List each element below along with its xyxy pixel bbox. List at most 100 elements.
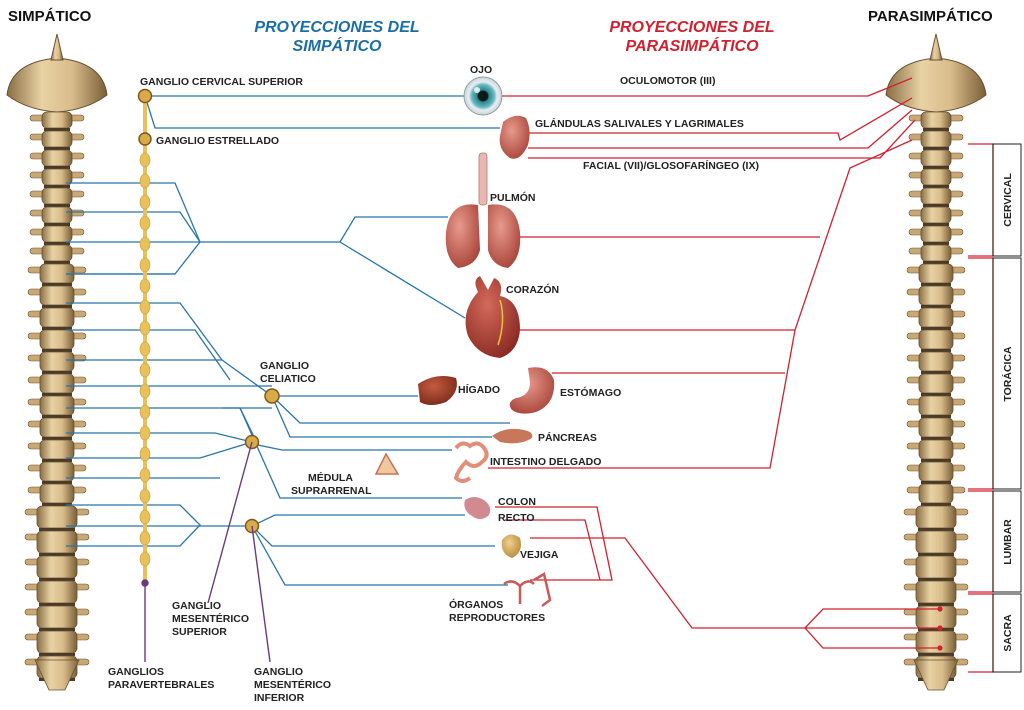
- spine-right: [885, 33, 987, 691]
- para-line-vagus: [488, 139, 913, 469]
- sym-line-glands: [144, 95, 500, 129]
- sym-bracket-2: [66, 302, 273, 397]
- vertebra: [39, 395, 75, 416]
- sym-line-recto: [251, 514, 465, 527]
- vertebra: [36, 630, 78, 654]
- paravertebral-ganglion: [139, 194, 151, 210]
- header-parasimpatico: PARASIMPÁTICO: [868, 8, 993, 25]
- label-gmi-3: INFERIOR: [254, 692, 305, 704]
- para-line-glands-1: [528, 97, 913, 141]
- vertebra: [39, 373, 75, 394]
- disc: [42, 349, 72, 352]
- disc: [921, 371, 951, 374]
- vertebra: [39, 439, 75, 460]
- paravertebral-ganglion: [139, 152, 151, 168]
- label-glandulas: GLÁNDULAS SALIVALES Y LAGRIMALES: [535, 117, 744, 130]
- vertebra: [920, 149, 952, 167]
- vertebra: [39, 351, 75, 372]
- vertebra: [41, 244, 73, 262]
- paravertebral-ganglion: [139, 362, 151, 378]
- vertebra: [920, 244, 952, 262]
- disc: [39, 578, 75, 581]
- disc: [921, 503, 951, 506]
- label-gms-3: SUPERIOR: [172, 626, 227, 638]
- sym-bracket-1b: [66, 211, 201, 275]
- disc: [39, 553, 75, 556]
- disc: [42, 283, 72, 286]
- paravertebral-ganglion: [139, 383, 151, 399]
- vertebra: [39, 307, 75, 328]
- vertebra: [920, 111, 952, 129]
- disc: [42, 305, 72, 308]
- disc: [923, 128, 949, 131]
- vertebra: [920, 187, 952, 205]
- disc: [44, 261, 70, 264]
- paravertebral-ganglion: [139, 425, 151, 441]
- label-corazon: CORAZÓN: [506, 283, 559, 296]
- vertebra: [39, 329, 75, 350]
- label-colon: COLON: [498, 496, 536, 508]
- disc: [923, 204, 949, 207]
- label-paravert-2: PARAVERTEBRALES: [108, 679, 214, 691]
- disc: [42, 415, 72, 418]
- pancreas-illustration: [492, 428, 533, 444]
- sym-line-pancreas: [271, 395, 492, 438]
- vertebra: [918, 263, 954, 284]
- disc: [918, 653, 954, 656]
- sym-line-stomach: [271, 395, 510, 424]
- glands-illustration: [499, 115, 530, 159]
- vertebra: [918, 439, 954, 460]
- disc: [921, 305, 951, 308]
- vertebra: [915, 630, 957, 654]
- disc: [44, 223, 70, 226]
- atlas-bone: [6, 57, 108, 113]
- ganglia: [137, 88, 280, 534]
- label-region-cervical: CERVICAL: [1002, 173, 1014, 227]
- vertebra: [918, 329, 954, 350]
- disc: [921, 283, 951, 286]
- sacral-dots: [937, 606, 943, 651]
- vertebra: [918, 373, 954, 394]
- paravertebral-chain: [139, 96, 151, 585]
- paravertebral-ganglion: [139, 446, 151, 462]
- vertebra: [915, 505, 957, 529]
- sym-line-heart: [339, 241, 466, 319]
- label-gms-2: MESENTÉRICO: [172, 612, 249, 625]
- paravertebral-ganglion: [139, 215, 151, 231]
- paravertebral-ganglion: [139, 467, 151, 483]
- paravertebral-ganglion: [139, 299, 151, 315]
- disc: [923, 223, 949, 226]
- para-line-sacral: [530, 537, 940, 649]
- disc: [44, 166, 70, 169]
- paravertebral-ganglion: [139, 320, 151, 336]
- sym-line-lung: [200, 216, 448, 243]
- liver-illustration: [418, 376, 457, 405]
- lungs-illustration: [445, 152, 521, 268]
- disc: [923, 261, 949, 264]
- vertebra: [36, 605, 78, 629]
- vertebra: [36, 505, 78, 529]
- title-parasimpatico-1: PROYECCIONES DEL: [609, 19, 774, 36]
- disc: [44, 147, 70, 150]
- label-recto: RECTO: [498, 512, 535, 524]
- disc: [44, 204, 70, 207]
- vertebra: [915, 530, 957, 554]
- vertebra: [918, 395, 954, 416]
- sym-line-organos: [251, 525, 508, 586]
- spine-left: [6, 33, 108, 691]
- heart-illustration: [465, 276, 520, 358]
- disc: [44, 128, 70, 131]
- label-ganglio-cervical-superior: GANGLIO CERVICAL SUPERIOR: [140, 76, 303, 88]
- label-oculomotor: OCULOMOTOR (III): [620, 75, 715, 87]
- label-region-toracica: TORÁCICA: [1001, 346, 1014, 402]
- sym-bracket-2b: [66, 385, 272, 409]
- disc: [918, 553, 954, 556]
- disc: [921, 393, 951, 396]
- disc: [42, 503, 72, 506]
- vertebra: [918, 351, 954, 372]
- disc: [42, 437, 72, 440]
- disc: [39, 603, 75, 606]
- label-ganglio-celiatico-1: GANGLIO: [260, 360, 309, 372]
- title-simpatico-2: SIMPÁTICO: [293, 36, 382, 55]
